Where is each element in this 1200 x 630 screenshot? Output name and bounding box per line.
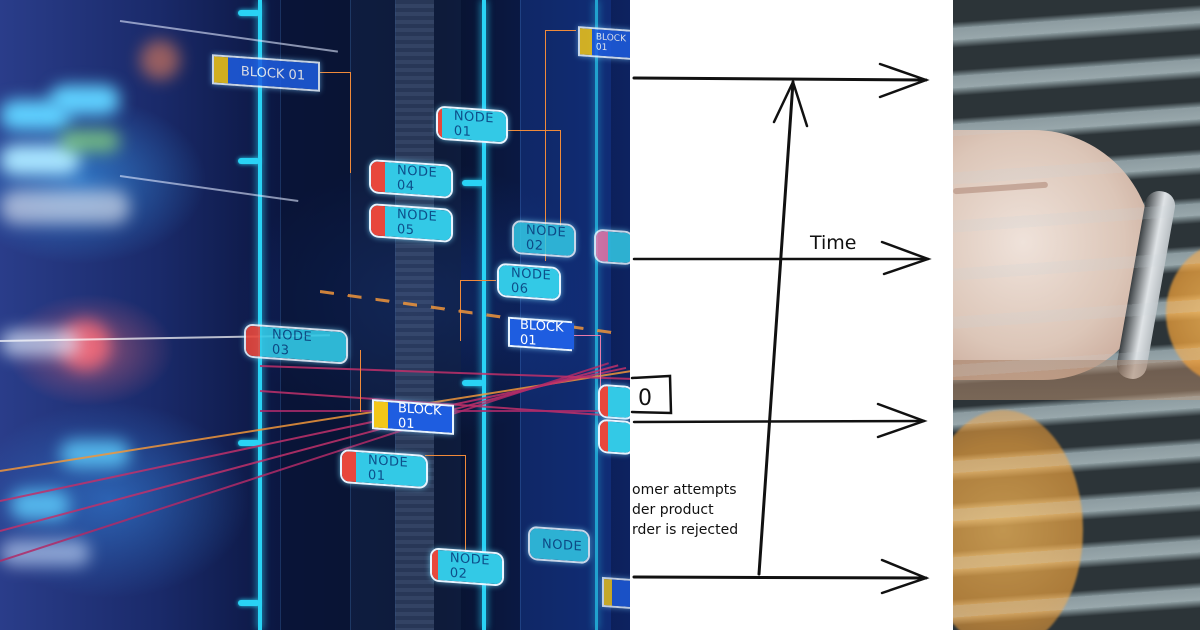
node-cap bbox=[371, 161, 385, 193]
connector-wire bbox=[425, 455, 466, 556]
block-cropped bbox=[602, 576, 630, 610]
block-label: BLOCK 01 bbox=[591, 29, 630, 58]
node-cap bbox=[371, 205, 385, 237]
block-01-top-left: BLOCK 01 bbox=[212, 54, 320, 92]
node-cropped bbox=[594, 228, 630, 266]
node-cropped bbox=[598, 383, 630, 421]
guide-tick bbox=[462, 380, 484, 386]
block-label bbox=[612, 579, 630, 607]
bokeh-light bbox=[0, 330, 80, 356]
bokeh-light bbox=[0, 540, 90, 566]
arrowhead-icon bbox=[880, 240, 932, 276]
data-streak bbox=[119, 175, 299, 203]
note-line: der product bbox=[632, 502, 714, 518]
arrowhead-icon bbox=[878, 62, 930, 99]
node-02-right: NODE 02 bbox=[512, 219, 576, 259]
node-05: NODE 05 bbox=[369, 203, 453, 243]
node-cropped bbox=[598, 418, 630, 456]
node-label bbox=[608, 231, 630, 264]
connector-wire bbox=[545, 30, 576, 261]
node-label: NODE 01 bbox=[356, 452, 426, 487]
node-06: NODE 06 bbox=[497, 262, 561, 302]
node-04: NODE 04 bbox=[369, 159, 453, 199]
timeline-arrow-line bbox=[632, 575, 928, 580]
guide-line bbox=[258, 0, 262, 630]
stripe-overlay bbox=[953, 0, 1200, 630]
node-label: NODE 01 bbox=[441, 107, 506, 143]
wrist-skin bbox=[953, 130, 1153, 380]
node-label bbox=[608, 421, 630, 454]
node-cap bbox=[342, 451, 356, 483]
box-label: 0 bbox=[638, 386, 652, 411]
timeline-arrow-line bbox=[632, 419, 926, 424]
node-label: NODE bbox=[530, 527, 590, 563]
node-label: NODE 03 bbox=[260, 326, 346, 363]
event-box bbox=[630, 374, 673, 415]
node-03: NODE 03 bbox=[244, 323, 348, 365]
connector-wire bbox=[460, 280, 496, 341]
arrowhead-icon bbox=[772, 78, 809, 128]
node-01-bottom: NODE 01 bbox=[340, 448, 428, 490]
guide-tick bbox=[238, 600, 260, 606]
timeline-sketch: Time 0 omer attempts der product rder is… bbox=[630, 62, 932, 595]
guide-tick bbox=[462, 180, 484, 186]
block-label: BLOCK 01 bbox=[510, 318, 574, 350]
connector-wire bbox=[570, 335, 601, 401]
note-line: rder is rejected bbox=[632, 522, 738, 538]
node-02-bottom: NODE 02 bbox=[430, 547, 504, 587]
bokeh-light bbox=[0, 190, 130, 224]
node-01-top: NODE 01 bbox=[436, 105, 508, 145]
node-cap bbox=[596, 230, 608, 262]
node-label: NODE 04 bbox=[385, 162, 451, 197]
time-label: Time bbox=[809, 232, 857, 254]
block-cap bbox=[604, 579, 612, 606]
arrowhead-icon bbox=[880, 558, 930, 595]
wrist-photo bbox=[953, 0, 1200, 630]
block-01-mid-right: BLOCK 01 bbox=[508, 316, 574, 352]
node-label: NODE 02 bbox=[437, 549, 502, 585]
node-label bbox=[608, 386, 630, 419]
guide-tick bbox=[238, 10, 260, 16]
timeline-diagram: Time 0 omer attempts der product rder is… bbox=[630, 0, 953, 630]
timeline-arrow-line bbox=[632, 76, 928, 82]
guide-tick bbox=[238, 158, 260, 164]
block-label: BLOCK 01 bbox=[388, 401, 452, 433]
connector-wire bbox=[505, 130, 561, 226]
node-cap bbox=[246, 325, 260, 357]
block-label: BLOCK 01 bbox=[228, 57, 318, 90]
server-rack bbox=[280, 0, 351, 630]
guide-tick bbox=[238, 440, 260, 446]
node-cap bbox=[600, 385, 608, 417]
node-label: NODE 02 bbox=[514, 221, 576, 257]
arrowhead-icon bbox=[876, 402, 928, 439]
connector-wire bbox=[320, 72, 351, 173]
node-label: NODE 05 bbox=[385, 206, 451, 241]
bokeh-light bbox=[60, 130, 120, 152]
block-01-top-right: BLOCK 01 bbox=[578, 26, 630, 60]
node-label: NODE 06 bbox=[499, 264, 561, 300]
node-cap bbox=[600, 420, 608, 452]
block-cap bbox=[214, 56, 228, 84]
connector-wire bbox=[360, 350, 361, 412]
causality-arrow-line bbox=[757, 80, 795, 576]
block-cap bbox=[580, 28, 592, 56]
note-line: omer attempts bbox=[632, 482, 737, 498]
blockchain-network-image: BLOCK 01 NODE 01 NODE 04 NODE 05 NODE 02… bbox=[0, 0, 630, 630]
shadow-band bbox=[953, 360, 1200, 400]
node-partial: NODE bbox=[528, 525, 590, 565]
server-rack-vent bbox=[395, 0, 434, 630]
block-01-center: BLOCK 01 bbox=[372, 399, 454, 435]
guide-line bbox=[595, 0, 598, 630]
bokeh-light bbox=[50, 85, 120, 115]
bokeh-light bbox=[140, 40, 180, 80]
block-cap bbox=[374, 401, 388, 429]
